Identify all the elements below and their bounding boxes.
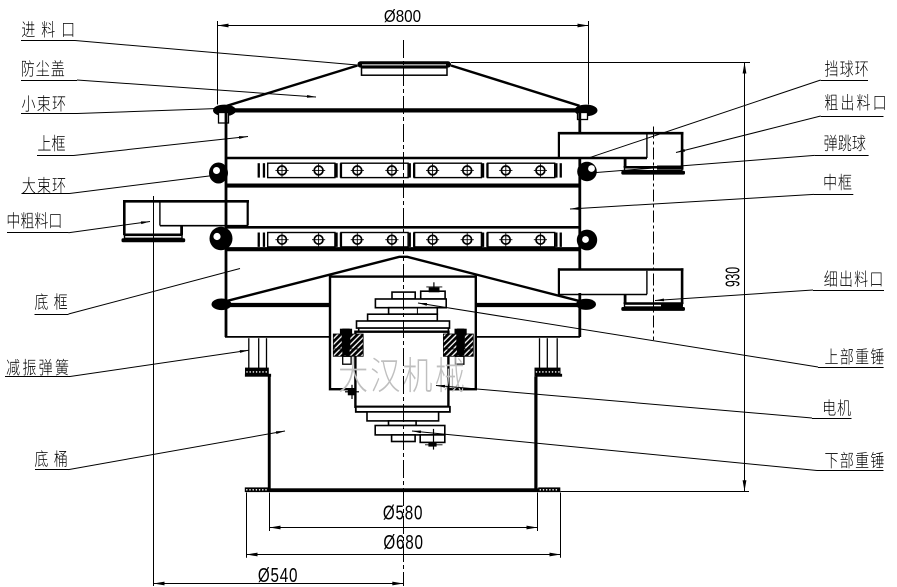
svg-text:Ø580: Ø580 xyxy=(383,501,423,524)
svg-text:Ø800: Ø800 xyxy=(384,7,421,26)
svg-text:930: 930 xyxy=(721,267,744,287)
svg-text:Ø540: Ø540 xyxy=(258,564,298,587)
svg-text:Ø680: Ø680 xyxy=(383,531,423,554)
